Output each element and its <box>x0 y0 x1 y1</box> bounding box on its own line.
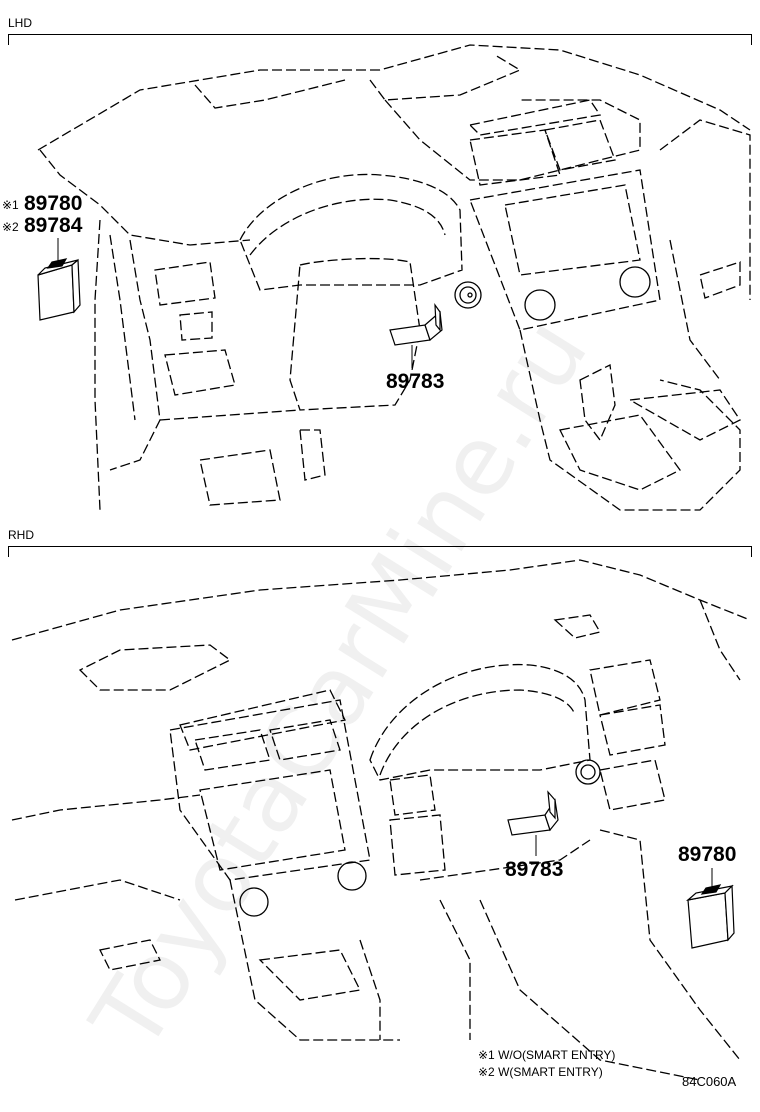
legend-note-2: ※2 W(SMART ENTRY) <box>478 1065 603 1079</box>
diagram-code: 84C060A <box>682 1074 737 1089</box>
lhd-dashboard-outline <box>37 44 751 511</box>
rhd-knobs <box>239 759 601 917</box>
lhd-section-bracket <box>8 34 752 45</box>
rhd-dashboard-outline <box>11 559 751 1081</box>
legend-note-1: ※1 W/O(SMART ENTRY) <box>478 1048 616 1062</box>
rhd-section-label: RHD <box>8 528 34 542</box>
lhd-part-number-89784: 89784 <box>24 214 83 237</box>
lhd-knobs <box>454 266 651 321</box>
lhd-sensor-component <box>389 302 443 346</box>
lhd-note-mark-2: ※2 <box>2 220 19 234</box>
lhd-part-number-89780: 89780 <box>24 192 83 215</box>
lhd-module-component <box>37 258 81 321</box>
rhd-section-bracket <box>8 546 752 557</box>
lhd-part-number-89783: 89783 <box>386 370 445 393</box>
lhd-section-label: LHD <box>8 16 33 30</box>
rhd-sensor-component <box>507 790 559 836</box>
rhd-part-number-89780: 89780 <box>678 843 737 866</box>
rhd-part-number-89783: 89783 <box>505 858 564 881</box>
lhd-note-mark-1: ※1 <box>2 198 19 212</box>
rhd-module-component <box>685 884 735 949</box>
